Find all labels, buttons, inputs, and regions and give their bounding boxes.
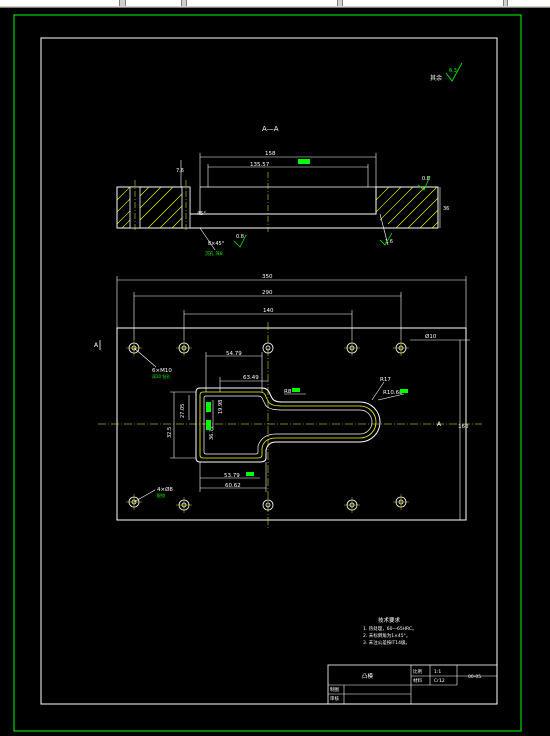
svg-text:45°: 45° xyxy=(197,211,206,217)
svg-text:19.98: 19.98 xyxy=(218,400,224,414)
toolbar-field-3[interactable] xyxy=(186,0,338,6)
title-block: 凸模 比例 1:1 材料 Cr12 00-05 制图 审核 xyxy=(327,664,498,705)
svg-text:审核: 审核 xyxy=(330,695,339,702)
svg-text:27.05: 27.05 xyxy=(180,404,186,418)
svg-text:7.6: 7.6 xyxy=(176,168,184,174)
svg-text:8×45°: 8×45° xyxy=(208,241,225,247)
svg-text:R17: R17 xyxy=(380,377,391,383)
svg-text:53.79: 53.79 xyxy=(224,473,240,479)
svg-text:60.62: 60.62 xyxy=(225,483,241,489)
svg-text:比例: 比例 xyxy=(413,668,422,675)
svg-text:1. 热处理，60—65HRC。: 1. 热处理，60—65HRC。 xyxy=(363,625,417,632)
svg-text:32.5: 32.5 xyxy=(167,427,173,438)
svg-text:技术要求: 技术要求 xyxy=(378,616,401,624)
svg-text:沉孔 深8: 沉孔 深8 xyxy=(205,250,223,257)
svg-text:A: A xyxy=(437,421,442,428)
svg-text:A: A xyxy=(94,342,99,349)
svg-text:135.57: 135.57 xyxy=(250,162,270,168)
toolbar-field-2[interactable] xyxy=(125,0,182,6)
svg-text:2. 未标倒角为1×45°。: 2. 未标倒角为1×45°。 xyxy=(363,632,410,639)
svg-text:160: 160 xyxy=(458,424,469,430)
svg-text:4×Ø8: 4×Ø8 xyxy=(157,486,173,493)
svg-text:36.72: 36.72 xyxy=(209,426,215,440)
svg-text:凸模: 凸模 xyxy=(362,672,374,680)
svg-text:3. 未注公差按IT14级。: 3. 未注公差按IT14级。 xyxy=(363,639,410,646)
svg-text:深20 钻孔: 深20 钻孔 xyxy=(152,373,170,379)
svg-text:配铰: 配铰 xyxy=(157,492,165,498)
section-title: A—A xyxy=(262,125,279,133)
svg-text:其余: 其余 xyxy=(430,74,442,82)
svg-text:350: 350 xyxy=(262,274,273,280)
svg-text:制图: 制图 xyxy=(330,686,339,693)
svg-text:00-05: 00-05 xyxy=(468,674,481,680)
svg-text:290: 290 xyxy=(262,290,273,296)
toolbar-field-4[interactable] xyxy=(342,0,504,6)
section-view: 158 135.57 7.6 36 0.8 45° 8×45° 0.8 沉孔 深… xyxy=(116,151,449,257)
general-roughness-note: 其余 6.3 xyxy=(430,62,463,82)
svg-text:158: 158 xyxy=(265,151,276,157)
toolbar-field-5[interactable] xyxy=(507,0,550,6)
outer-frame xyxy=(13,14,522,732)
svg-text:R8: R8 xyxy=(284,389,292,395)
svg-text:54.79: 54.79 xyxy=(226,351,242,357)
drawing-border xyxy=(40,37,498,705)
toolbar-field-1[interactable] xyxy=(0,0,120,6)
svg-text:1.6: 1.6 xyxy=(385,239,393,245)
plan-view: 350 290 140 Ø10 160 A A xyxy=(94,274,482,528)
svg-text:R10.68: R10.68 xyxy=(383,390,403,396)
svg-text:140: 140 xyxy=(263,308,274,314)
technical-requirements: 技术要求 1. 热处理，60—65HRC。 2. 未标倒角为1×45°。 3. … xyxy=(363,616,417,646)
svg-text:6×M10: 6×M10 xyxy=(152,368,172,374)
svg-text:材料: 材料 xyxy=(413,677,422,684)
svg-text:63.49: 63.49 xyxy=(243,375,259,381)
svg-text:Cr12: Cr12 xyxy=(434,678,445,684)
app-toolbar-strip xyxy=(0,0,550,8)
svg-text:0.8: 0.8 xyxy=(422,176,430,182)
svg-text:Ø10: Ø10 xyxy=(425,333,437,340)
svg-text:6.3: 6.3 xyxy=(449,68,457,74)
svg-text:1:1: 1:1 xyxy=(434,669,441,675)
svg-text:36: 36 xyxy=(443,206,449,212)
svg-text:0.8: 0.8 xyxy=(236,234,244,240)
